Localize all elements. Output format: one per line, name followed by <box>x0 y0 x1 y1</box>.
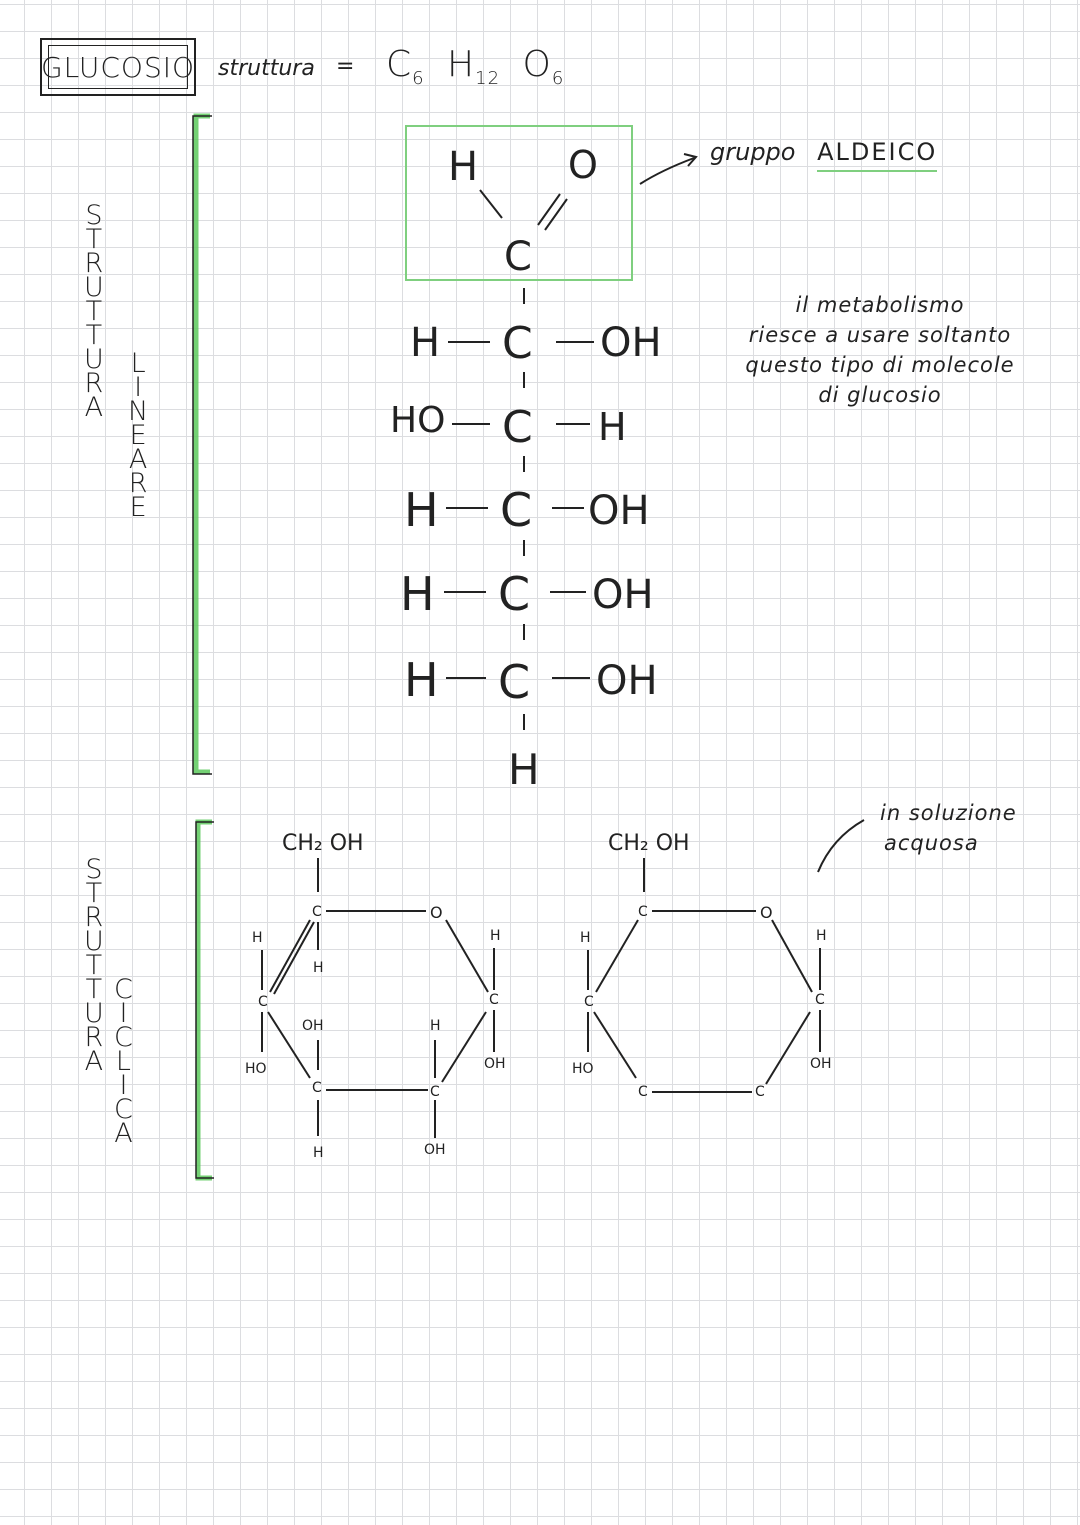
linear-bracket <box>192 113 212 775</box>
ring-left-c3-h: H <box>430 1018 441 1034</box>
formula-h: H <box>447 44 476 85</box>
aldehyde-o: O <box>568 143 598 187</box>
ring-left-c5: C <box>312 904 322 920</box>
bottom-h: H <box>508 745 540 794</box>
aldehyde-box <box>405 125 633 281</box>
cyclic-label-struttura: S T R U T T U R A <box>84 854 104 1077</box>
c2-c: C <box>502 318 533 369</box>
linear-label-struttura: S T R U T T U R A <box>84 200 104 423</box>
ring-right-o: O <box>760 903 773 922</box>
ring-right-c2: C <box>638 1084 648 1100</box>
aldehyde-h: H <box>448 144 478 190</box>
c5-c: C <box>498 567 530 621</box>
formula-o: O <box>522 44 552 85</box>
c5-oh: OH <box>592 572 654 618</box>
ring-right-c1-h: H <box>580 930 591 946</box>
ring-left-c1-ho: HO <box>245 1061 267 1077</box>
ring-left-c2: C <box>312 1080 322 1096</box>
formula-h-sub: 12 <box>475 68 501 90</box>
aldehyde-note-prefix: gruppo <box>710 138 796 166</box>
ring-right-c5: C <box>638 904 648 920</box>
ring-right-c4: C <box>815 992 825 1008</box>
ring-left-c1-h: H <box>252 930 263 946</box>
c6-oh: OH <box>596 658 658 704</box>
aldehyde-c: C <box>504 234 532 280</box>
ring-left-c4-oh: OH <box>484 1056 506 1072</box>
solution-note: in soluzione acquosa <box>880 801 1017 855</box>
ring-left-c4-h: H <box>490 928 501 944</box>
c4-oh: OH <box>588 488 650 534</box>
ring-left-ch2oh: CH₂ OH <box>282 831 364 856</box>
ring-right-c3: C <box>755 1084 765 1100</box>
ring-left-c5-h: H <box>313 960 324 976</box>
cyclic-label-ciclica: C I C L I C A <box>114 974 133 1149</box>
ring-left-c1: C <box>258 994 268 1010</box>
c4-c: C <box>500 483 532 537</box>
linear-structure: H O C H C OH HO C H H C OH H C OH <box>390 143 662 794</box>
molecular-formula: C6 H12 O6 <box>386 44 564 89</box>
c5-h: H <box>400 567 435 621</box>
formula-c: C <box>386 44 413 85</box>
c2-oh: OH <box>600 320 662 366</box>
ring-left: CH₂ OH C O H H C HO OH C H H C OH H C OH <box>245 831 506 1161</box>
header-label: struttura <box>218 56 315 81</box>
solution-note-pointer <box>817 819 865 873</box>
aldehyde-note-name: ALDEICO <box>817 138 938 172</box>
ring-right-c4-oh: OH <box>810 1056 832 1072</box>
linear-label-lineare: L I N E A R E <box>128 348 149 523</box>
c3-c: C <box>502 402 533 453</box>
ring-left-c2-oh: OH <box>302 1018 324 1034</box>
c2-h: H <box>410 320 440 366</box>
page-title: GLUCOSIO <box>41 45 194 89</box>
ring-left-c3-oh: OH <box>424 1142 446 1158</box>
header-equals: = <box>336 54 355 79</box>
c4-h: H <box>404 483 439 537</box>
c6-c: C <box>498 655 530 709</box>
ring-right-c1-ho: HO <box>572 1061 594 1077</box>
c3-h: H <box>598 405 627 449</box>
metabolism-note: il metabolismo riesce a usare soltanto q… <box>745 293 1015 407</box>
ring-left-o: O <box>430 903 443 922</box>
aldehyde-arrow-icon <box>639 153 698 185</box>
ring-left-c4: C <box>489 992 499 1008</box>
formula-o-sub: 6 <box>551 68 565 90</box>
ring-right-ch2oh: CH₂ OH <box>608 831 690 856</box>
title-box: GLUCOSIO <box>40 38 196 96</box>
formula-c-sub: 6 <box>412 68 425 90</box>
ring-left-c2-h: H <box>313 1145 324 1161</box>
c3-ho: HO <box>390 400 445 441</box>
cyclic-bracket <box>195 819 214 1181</box>
ring-right-c4-h: H <box>816 928 827 944</box>
ring-left-c3: C <box>430 1084 440 1100</box>
aldehyde-note: gruppo ALDEICO <box>710 138 938 172</box>
c6-h: H <box>404 653 439 707</box>
ring-right-c1: C <box>584 994 594 1010</box>
ring-right: CH₂ OH C O H C HO C C H C OH <box>572 831 832 1100</box>
